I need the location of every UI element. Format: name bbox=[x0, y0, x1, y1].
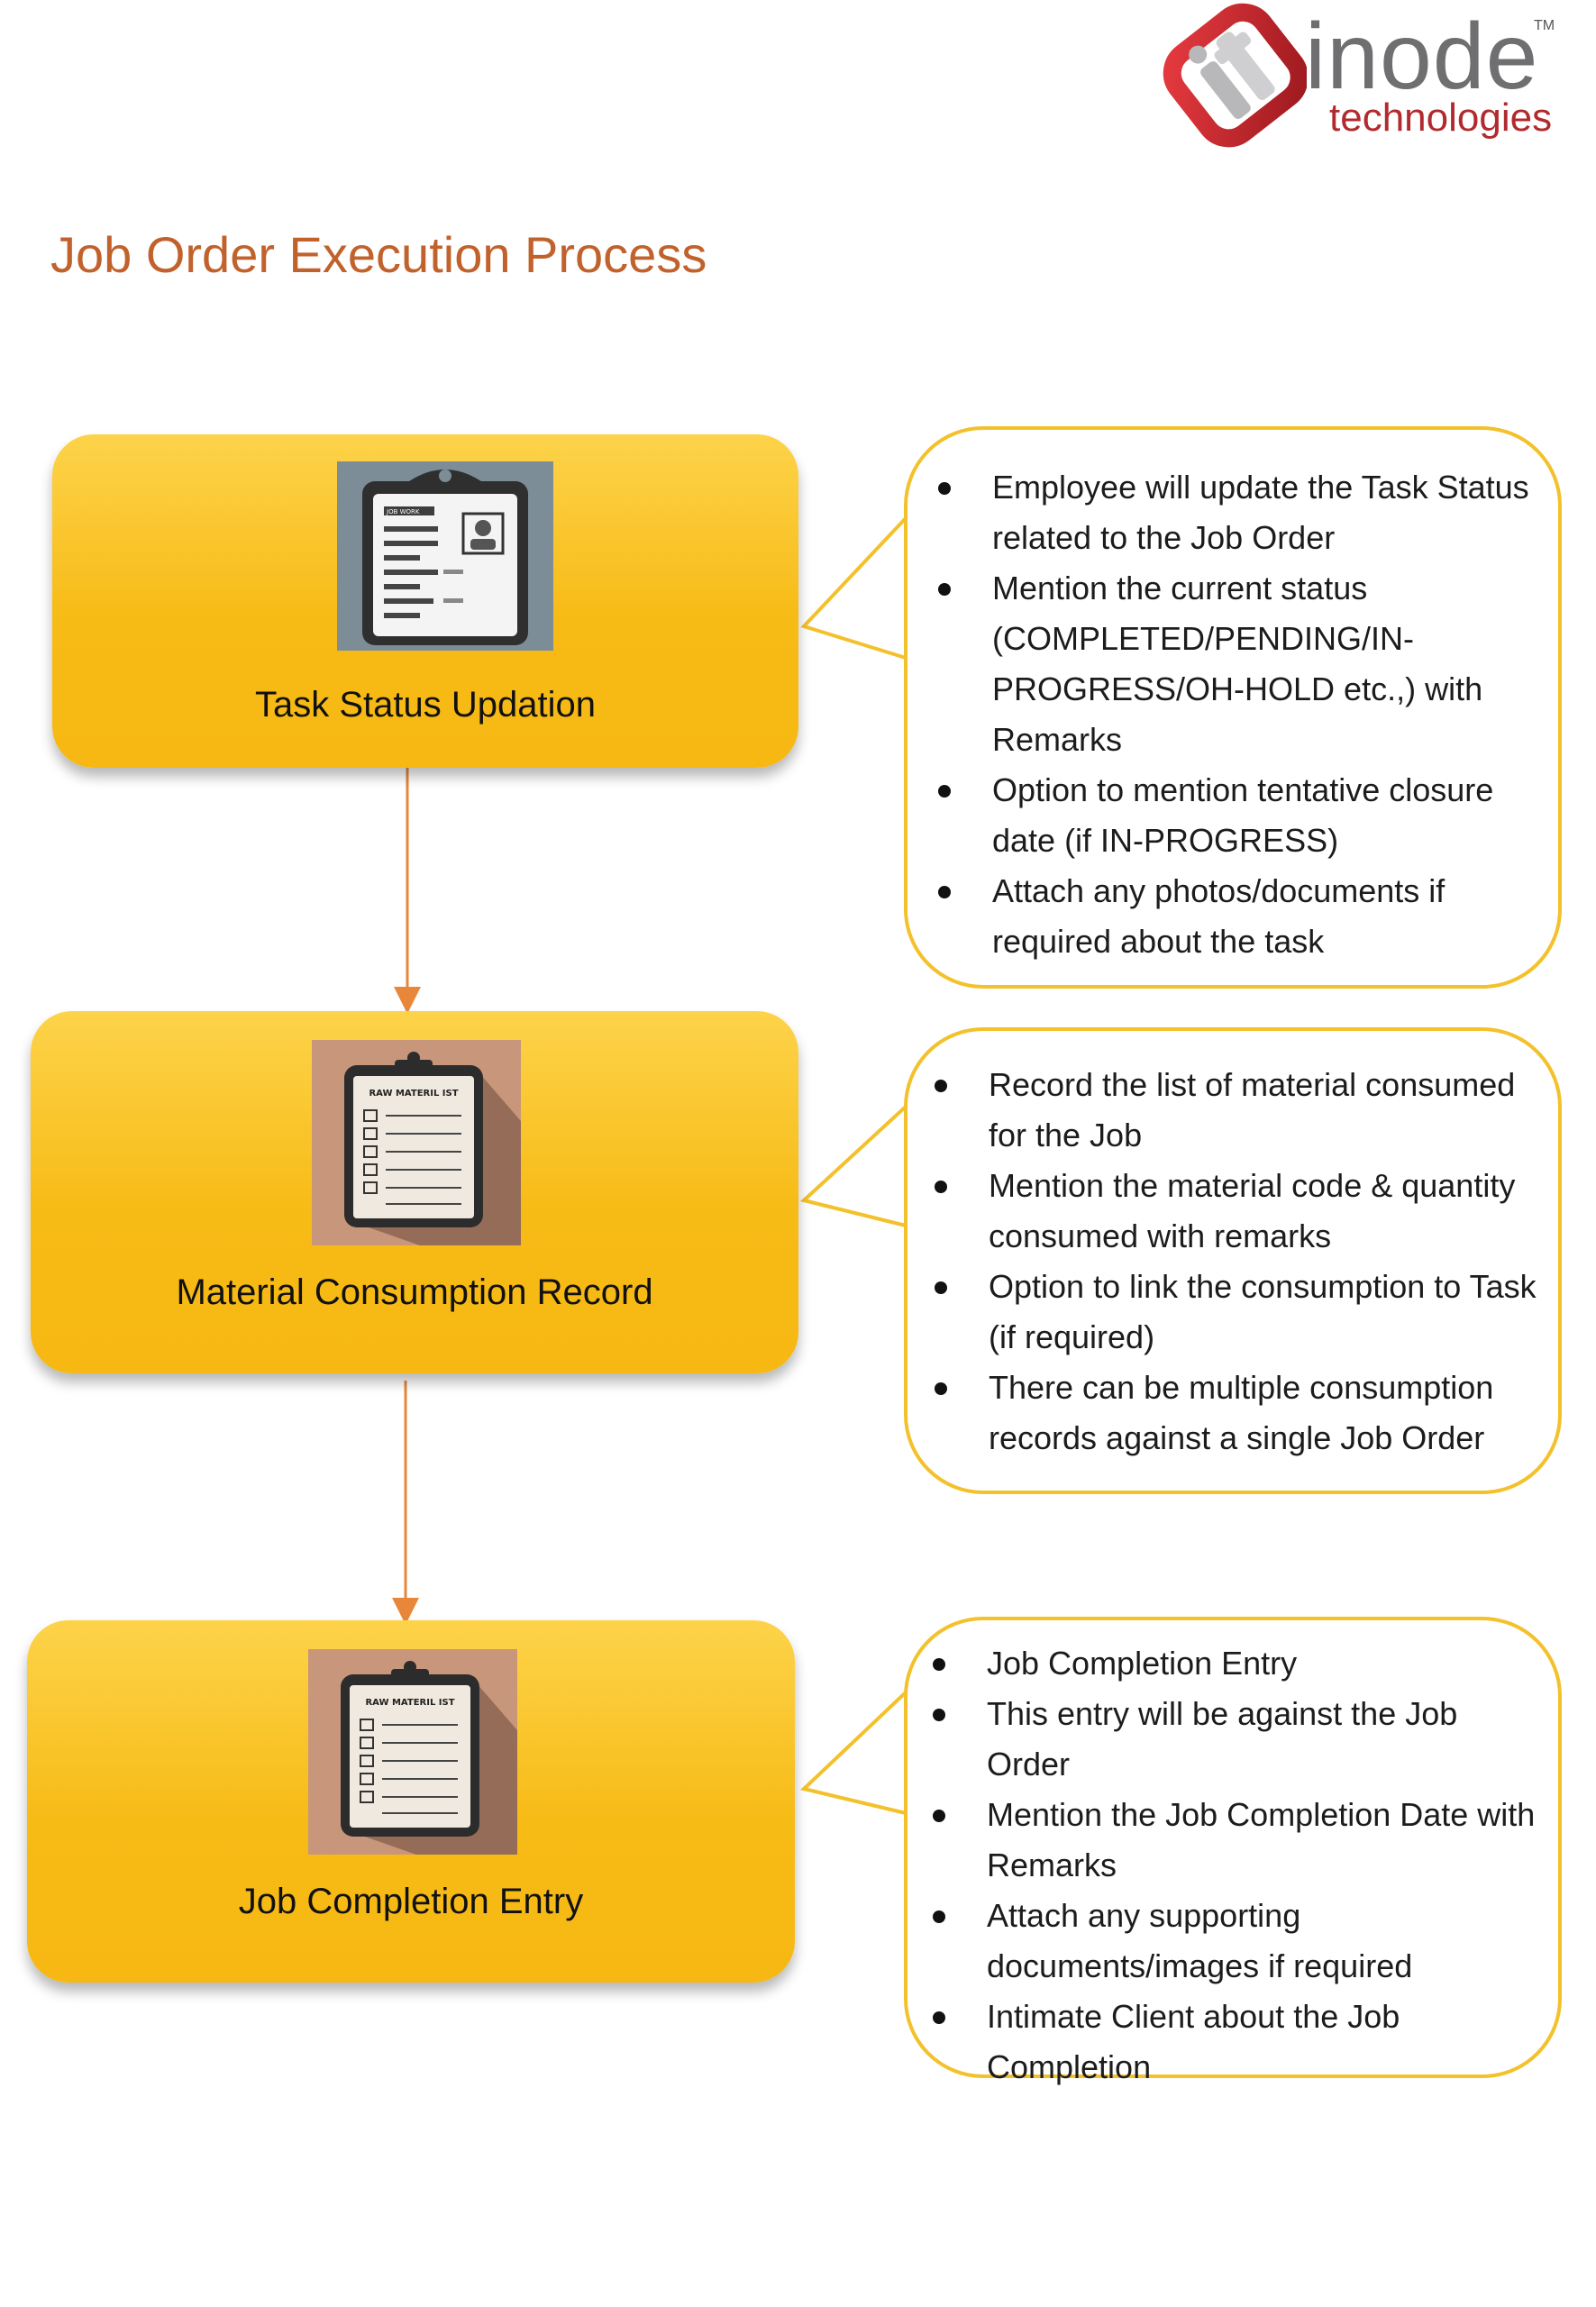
bullet-dot bbox=[933, 1709, 945, 1721]
panel-bullet-item: Option to mention tentative closure date… bbox=[938, 765, 1542, 866]
panel-bullet-item: Attach any photos/documents if required … bbox=[938, 866, 1542, 967]
bullet-dot bbox=[935, 1181, 947, 1193]
panel-bullet-item: Record the list of material consumed for… bbox=[935, 1060, 1546, 1161]
raw-material-list-clipboard-icon: RAW MATERIL IST bbox=[308, 1649, 517, 1855]
description-panel-task-status: Employee will update the Task Status rel… bbox=[904, 426, 1562, 989]
page-title: Job Order Execution Process bbox=[50, 226, 707, 283]
panel-bullet-item: Mention the material code & quantity con… bbox=[935, 1161, 1546, 1262]
raw-material-list-clipboard-icon: RAW MATERIL IST bbox=[312, 1040, 521, 1245]
panel-bullet-item: Attach any supporting documents/images i… bbox=[933, 1891, 1546, 1992]
step-label: Material Consumption Record bbox=[176, 1272, 653, 1312]
panel-bullet-item: Employee will update the Task Status rel… bbox=[938, 462, 1542, 563]
bullet-dot bbox=[935, 1281, 947, 1294]
bullet-dot bbox=[933, 1810, 945, 1822]
bullet-dot bbox=[933, 1910, 945, 1923]
step-label: Job Completion Entry bbox=[238, 1882, 584, 1921]
step-box-task-status: JOB WORK Task Status Updation bbox=[52, 434, 798, 768]
step-box-job-completion: RAW MATERIL IST Job Completion Entry bbox=[27, 1620, 795, 1983]
trademark-mark: TM bbox=[1534, 18, 1555, 33]
raw-material-caption: RAW MATERIL IST bbox=[365, 1698, 454, 1708]
company-logo: inode TM technologies bbox=[1163, 0, 1568, 158]
panel-bullet-item: Job Completion Entry bbox=[933, 1638, 1546, 1689]
logo-wordmark: inode bbox=[1305, 5, 1539, 109]
step-label: Task Status Updation bbox=[255, 685, 596, 725]
step-box-material-consumption: RAW MATERIL IST Material Consumption Rec… bbox=[31, 1011, 798, 1373]
panel-bullet-item: Mention the Job Completion Date with Rem… bbox=[933, 1790, 1546, 1891]
job-work-caption: JOB WORK bbox=[386, 508, 420, 515]
panel-bullet-item: Intimate Client about the Job Completion bbox=[933, 1992, 1546, 2093]
callout-pointer-3 bbox=[799, 1691, 907, 1815]
bullet-dot bbox=[935, 1080, 947, 1092]
bullet-dot bbox=[938, 482, 951, 495]
callout-pointer-1 bbox=[800, 516, 907, 660]
bullet-dot bbox=[938, 886, 951, 898]
bullet-dot bbox=[938, 785, 951, 798]
bullet-dot bbox=[933, 1658, 945, 1671]
raw-material-caption: RAW MATERIL IST bbox=[369, 1089, 458, 1099]
panel-bullet-item: This entry will be against the Job Order bbox=[933, 1689, 1546, 1790]
logo-subtitle: technologies bbox=[1329, 96, 1553, 140]
panel-bullet-item: Option to link the consumption to Task (… bbox=[935, 1262, 1546, 1363]
callout-pointer-2 bbox=[799, 1105, 907, 1227]
job-work-clipboard-icon: JOB WORK bbox=[337, 461, 553, 651]
description-panel-job-completion: Job Completion Entry This entry will be … bbox=[904, 1617, 1562, 2085]
panel-bullet-item: There can be multiple consumption record… bbox=[935, 1363, 1546, 1464]
description-panel-material-consumption: Record the list of material consumed for… bbox=[904, 1027, 1562, 1494]
panel-bullet-item: Mention the current status (COMPLETED/PE… bbox=[938, 563, 1542, 765]
bullet-dot bbox=[938, 583, 951, 596]
bullet-dot bbox=[933, 2011, 945, 2024]
inode-logo-mark-icon bbox=[1163, 3, 1307, 148]
bullet-dot bbox=[935, 1382, 947, 1395]
